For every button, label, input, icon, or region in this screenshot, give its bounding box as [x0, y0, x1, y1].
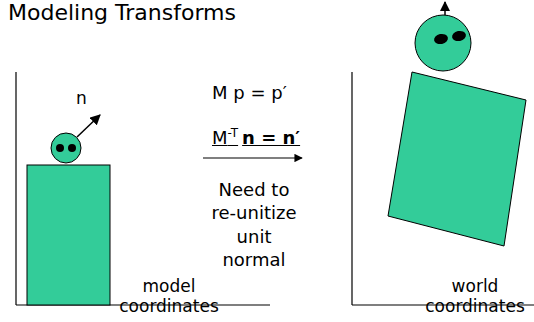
note: Need to re-unitize unit normal: [206, 178, 302, 272]
equation: M p = p′: [212, 82, 287, 103]
title: Modeling Transforms: [8, 0, 236, 25]
axis-caption: world coordinates: [420, 276, 530, 317]
vector-label: n: [76, 88, 87, 108]
normal-arrow: [444, 2, 446, 15]
eye: [451, 30, 467, 43]
superscript: -T: [228, 126, 239, 140]
body-box: [388, 72, 526, 246]
head-circle: [415, 15, 471, 71]
axis-line: [351, 72, 352, 305]
body-box: [27, 165, 110, 305]
normal-arrow: [77, 115, 100, 137]
eye: [56, 144, 64, 152]
eye: [433, 33, 449, 46]
transform-arrow: [203, 157, 302, 158]
axis-line: [15, 72, 16, 305]
head-circle: [51, 133, 81, 163]
equation-rhs: n = n′: [242, 127, 300, 148]
matrix-symbol: M: [212, 127, 228, 148]
eye: [68, 144, 76, 152]
axis-caption: model coordinates: [114, 276, 224, 317]
equation: M-Tn = n′: [212, 126, 300, 148]
